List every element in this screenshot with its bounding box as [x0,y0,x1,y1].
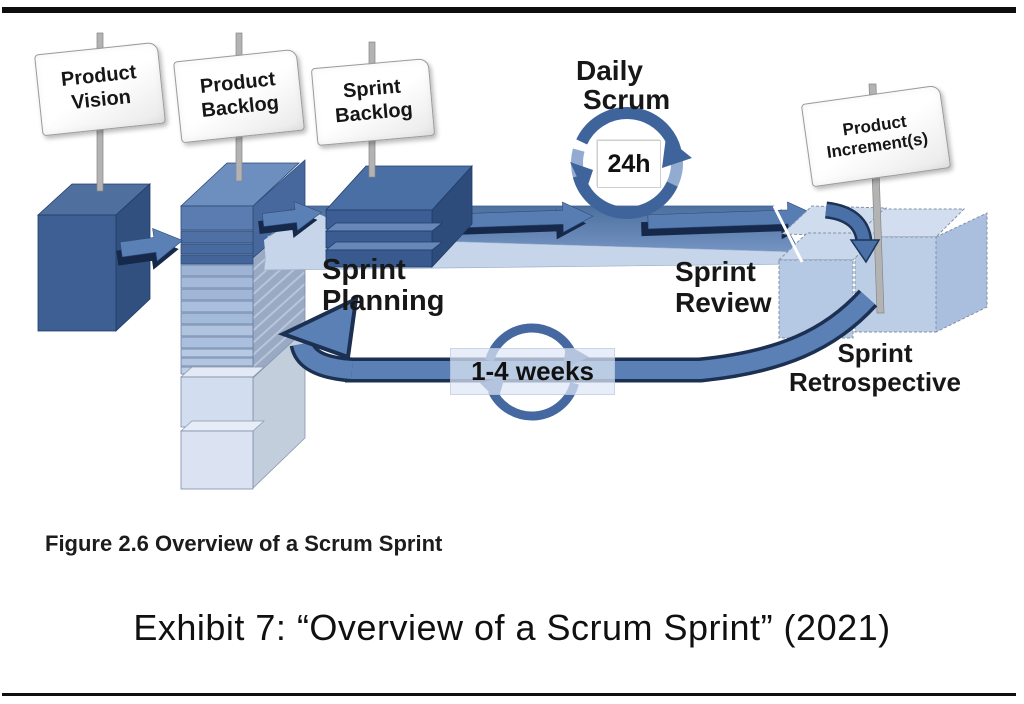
arrow-review-drop [824,201,881,264]
label-line: Sprint [322,254,406,286]
bottom-rule [2,693,1016,696]
arrow-vision-to-backlog [116,227,184,270]
sprint-review-label: Sprint Review [675,256,772,318]
label-line: Daily [576,55,643,86]
sprint-planning-label: Sprint Planning [322,255,444,317]
daily-scrum-label: Daily Scrum [576,56,670,114]
sprint-length-label: 1-4 weeks [450,348,615,395]
scrum-diagram [36,32,988,490]
label-line: Retrospective [789,367,961,397]
sprint-backlog-stack [324,164,473,269]
sign-sprint-backlog: Sprint Backlog [310,58,436,146]
label-line: Sprint [837,338,913,368]
top-rule [2,7,1016,13]
sprint-retrospective-label: Sprint Retrospective [755,339,995,397]
sprint-loop-arrowhead [277,295,359,383]
exhibit-title: Exhibit 7: “Overview of a Scrum Sprint” … [133,607,891,648]
sign-line: Vision [70,85,132,114]
sprint-loop-band [345,289,878,383]
figure-caption: Figure 2.6 Overview of a Scrum Sprint [45,531,443,556]
arrow-backlog-to-sprint [258,201,323,238]
label-line: Review [675,287,772,318]
sign-product-backlog: Product Backlog [173,48,305,144]
label-line: Sprint [675,256,756,287]
sign-product-vision: Product Vision [34,41,166,137]
product-increments-boxes [777,205,988,339]
label-line: Planning [322,285,445,317]
product-backlog-stack [179,159,306,490]
daily-cycle-duration: 24h [597,140,661,188]
beam-cube-gap [772,205,804,263]
label-line: Scrum [583,84,671,115]
